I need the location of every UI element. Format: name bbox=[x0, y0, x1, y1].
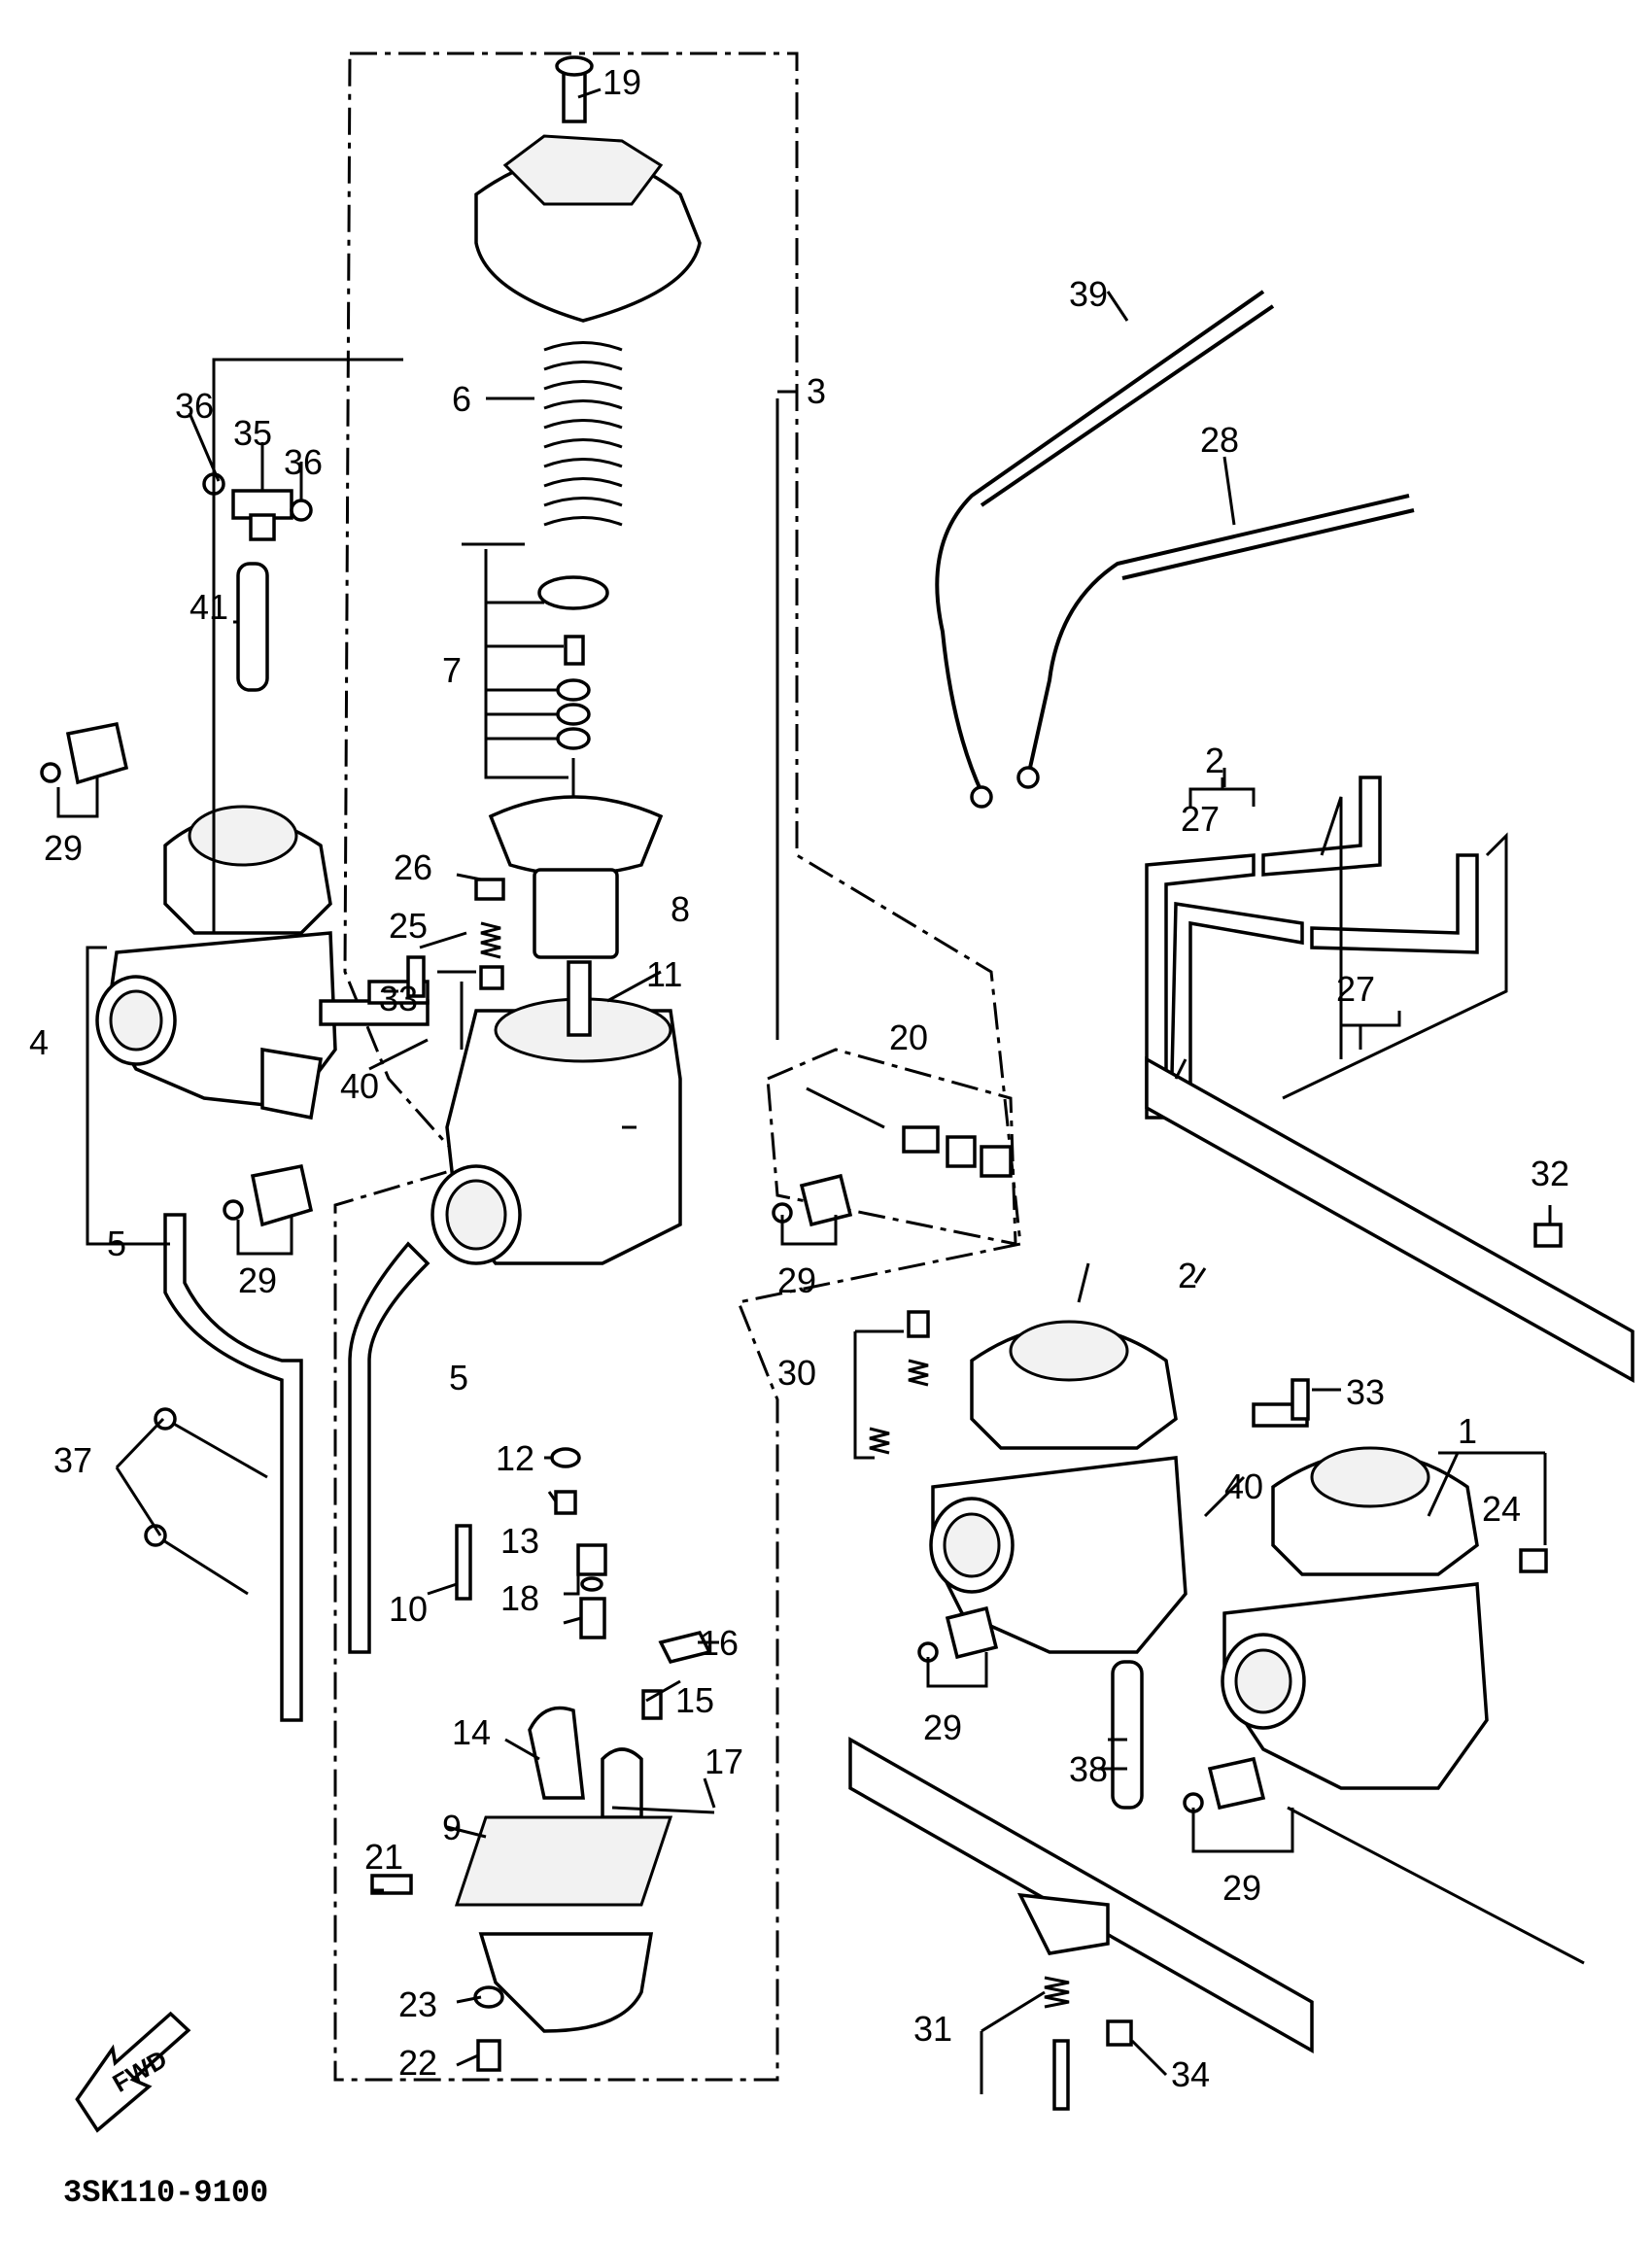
joint-clamp-top-left bbox=[40, 721, 314, 1227]
callout-27b: 27 bbox=[1336, 969, 1375, 1009]
carburetor-body-center bbox=[430, 960, 682, 1265]
callout-29-e: 29 bbox=[1222, 1868, 1261, 1908]
callout-16: 16 bbox=[700, 1623, 739, 1663]
callout-brackets bbox=[853, 777, 1545, 1458]
callout-14: 14 bbox=[452, 1712, 491, 1752]
screw-24 bbox=[1519, 1548, 1548, 1573]
callout-28: 28 bbox=[1200, 420, 1239, 460]
callout-2-hoses: 2 bbox=[1205, 741, 1224, 780]
callout-32: 32 bbox=[1531, 1154, 1569, 1193]
joint-clamps-right bbox=[772, 1173, 1585, 1965]
piston-spring bbox=[543, 341, 623, 527]
callout-10: 10 bbox=[389, 1589, 428, 1629]
callout-8: 8 bbox=[671, 889, 690, 929]
callout-6: 6 bbox=[452, 379, 471, 419]
callout-17: 17 bbox=[705, 1742, 743, 1781]
callout-34: 34 bbox=[1171, 2054, 1210, 2094]
throttle-cables bbox=[935, 290, 1415, 809]
screw-32 bbox=[1533, 1223, 1563, 1248]
callout-1: 1 bbox=[1458, 1411, 1477, 1451]
callout-30: 30 bbox=[777, 1353, 816, 1393]
callout-40: 40 bbox=[340, 1066, 379, 1106]
callout-29-b: 29 bbox=[238, 1260, 277, 1300]
callout-29-c: 29 bbox=[777, 1260, 816, 1300]
callout-2: 2 bbox=[1178, 1256, 1197, 1295]
stay-rail-upper bbox=[1145, 1056, 1635, 1383]
callout-18: 18 bbox=[500, 1578, 539, 1618]
callout-9: 9 bbox=[442, 1808, 462, 1847]
callout-29-a: 29 bbox=[44, 828, 83, 868]
callout-25: 25 bbox=[389, 906, 428, 946]
stay-rail-lower bbox=[848, 1736, 1314, 2054]
fitting-33-left bbox=[367, 955, 430, 1005]
callout-38: 38 bbox=[1069, 1749, 1108, 1789]
carburetor-top-cover bbox=[474, 55, 702, 323]
callout-37: 37 bbox=[53, 1440, 92, 1480]
piston-valve bbox=[488, 795, 664, 959]
callout-13: 13 bbox=[500, 1521, 539, 1561]
callout-27: 27 bbox=[1181, 799, 1220, 839]
callout-29-d: 29 bbox=[923, 1707, 962, 1747]
callout-12: 12 bbox=[496, 1438, 534, 1478]
tee-fitting bbox=[202, 472, 313, 692]
through-bolts-37 bbox=[144, 1407, 268, 1596]
callout-22: 22 bbox=[398, 2043, 437, 2083]
carburetor-right-2 bbox=[929, 1320, 1187, 1654]
float-chamber-parts bbox=[454, 1706, 715, 2033]
callout-39: 39 bbox=[1069, 274, 1108, 314]
callout-36-b: 36 bbox=[284, 442, 323, 482]
callout-21: 21 bbox=[364, 1837, 403, 1877]
callout-36-a: 36 bbox=[175, 386, 214, 426]
callout-19: 19 bbox=[602, 62, 641, 102]
pilot-screw-kit bbox=[766, 1048, 1017, 1246]
callout-7: 7 bbox=[442, 650, 462, 690]
callout-35: 35 bbox=[233, 413, 272, 453]
callout-40b: 40 bbox=[1224, 1466, 1263, 1506]
carburetor-right-1 bbox=[1221, 1446, 1489, 1790]
callout-labels: 1 2 2 3 4 5 5 6 7 8 9 10 11 12 13 14 15 … bbox=[29, 62, 1569, 2094]
callout-5: 5 bbox=[107, 1224, 126, 1263]
callout-4: 4 bbox=[29, 1022, 49, 1062]
callout-31: 31 bbox=[913, 2009, 952, 2049]
throttle-stop-screw bbox=[1044, 1976, 1133, 2111]
callout-15: 15 bbox=[675, 1680, 714, 1720]
callout-5b: 5 bbox=[449, 1358, 468, 1397]
hose-38 bbox=[1111, 1660, 1144, 1810]
callout-3: 3 bbox=[807, 371, 826, 411]
forward-arrow: FWD bbox=[75, 2011, 191, 2133]
starter-plunger bbox=[474, 878, 505, 990]
drain-hoses bbox=[163, 1213, 430, 1722]
callout-20: 20 bbox=[889, 1018, 928, 1057]
callout-11: 11 bbox=[646, 954, 682, 994]
fitting-33-right bbox=[1252, 1378, 1310, 1428]
callout-26: 26 bbox=[394, 847, 432, 887]
diagram-code: 3SK110-9100 bbox=[63, 2175, 268, 2211]
center-assembly-frame bbox=[333, 52, 1022, 2082]
callout-23: 23 bbox=[398, 1984, 437, 2024]
callout-33b: 33 bbox=[1346, 1372, 1385, 1412]
jets-and-screws bbox=[370, 1447, 712, 2072]
callout-41: 41 bbox=[189, 587, 228, 627]
callout-33: 33 bbox=[379, 979, 418, 1018]
carburetor-left bbox=[95, 805, 430, 1121]
callout-24: 24 bbox=[1482, 1489, 1521, 1529]
synchronizing-springs bbox=[869, 1310, 930, 1455]
